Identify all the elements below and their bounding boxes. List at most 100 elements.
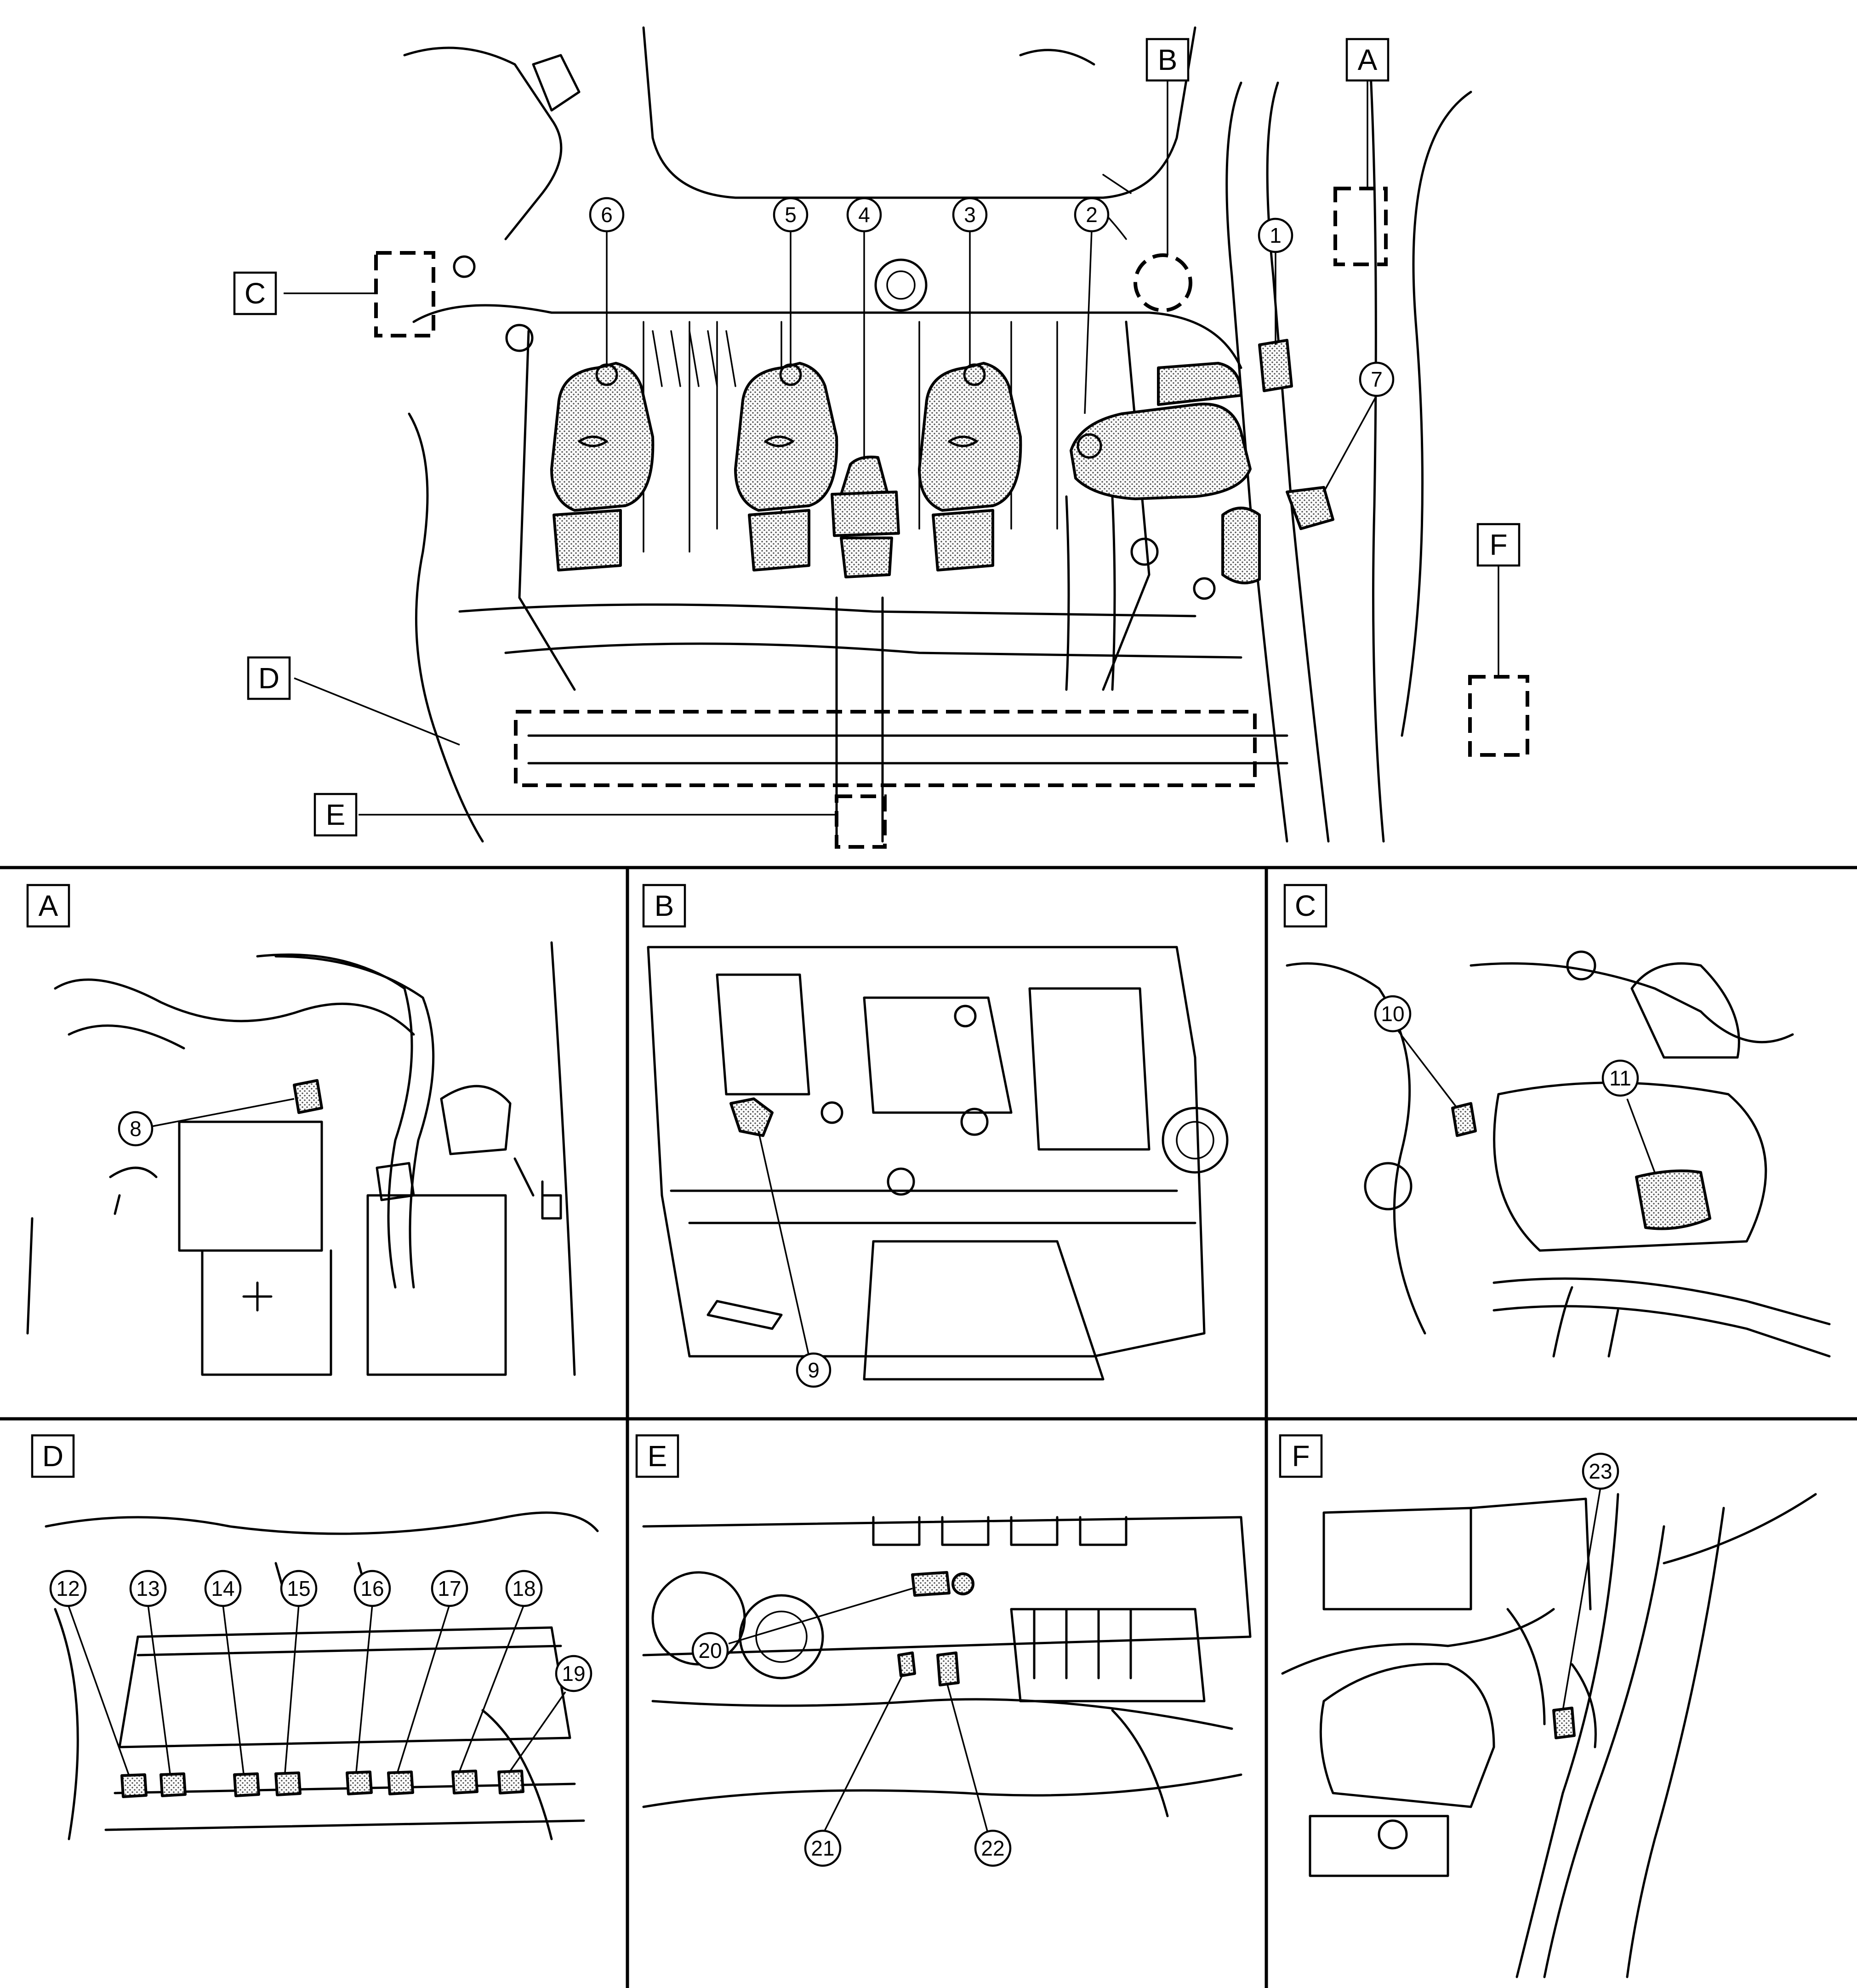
- callout-11: 11: [1601, 1059, 1639, 1097]
- callout-9: 9: [796, 1352, 832, 1388]
- panel-a-drawing: [26, 941, 576, 1376]
- svg-text:14: 14: [211, 1577, 234, 1600]
- svg-text:20: 20: [698, 1639, 722, 1662]
- svg-text:F: F: [1489, 528, 1507, 561]
- svg-text:E: E: [648, 1440, 667, 1473]
- connector-row: [120, 1770, 524, 1798]
- svg-text:13: 13: [136, 1577, 159, 1600]
- callout-10: 10: [1374, 995, 1412, 1033]
- ignition-coil-6: [550, 362, 655, 571]
- callout-2: 2: [1074, 197, 1110, 233]
- svg-text:5: 5: [785, 203, 797, 227]
- svg-text:B: B: [1158, 43, 1178, 76]
- svg-text:23: 23: [1589, 1459, 1612, 1483]
- svg-text:21: 21: [811, 1836, 834, 1860]
- svg-text:F: F: [1292, 1440, 1310, 1473]
- svg-text:10: 10: [1381, 1002, 1404, 1026]
- svg-text:19: 19: [562, 1662, 585, 1685]
- panel-f-label: F: [1279, 1434, 1323, 1478]
- svg-text:6: 6: [601, 203, 613, 227]
- panel-c: C 10 11: [1283, 884, 1831, 1358]
- svg-text:E: E: [326, 798, 346, 831]
- svg-text:3: 3: [964, 203, 976, 227]
- panel-a: A 8: [26, 884, 576, 1376]
- svg-text:D: D: [42, 1440, 63, 1473]
- svg-text:2: 2: [1086, 203, 1098, 227]
- callout-17: 17: [431, 1570, 468, 1607]
- callout-5: 5: [773, 197, 809, 233]
- callout-6: 6: [589, 197, 625, 233]
- main-engine-view: A B C D E F 1 2: [233, 26, 1529, 849]
- svg-text:9: 9: [808, 1358, 820, 1382]
- callout-21: 21: [804, 1829, 842, 1867]
- detail-box-a: [1333, 187, 1388, 266]
- svg-text:C: C: [245, 277, 266, 310]
- svg-text:8: 8: [130, 1117, 142, 1141]
- callout-19: 19: [555, 1655, 592, 1692]
- panel-b: B 9: [642, 884, 1229, 1388]
- connector-1: [1258, 339, 1293, 392]
- panel-d-label: D: [31, 1434, 75, 1478]
- svg-text:7: 7: [1371, 367, 1383, 391]
- view-label-f: F: [1476, 523, 1521, 567]
- svg-text:12: 12: [56, 1577, 80, 1600]
- svg-text:22: 22: [981, 1836, 1004, 1860]
- svg-text:B: B: [655, 889, 674, 922]
- view-label-d: D: [247, 656, 291, 700]
- callout-14: 14: [204, 1570, 242, 1607]
- svg-text:18: 18: [512, 1577, 535, 1600]
- panel-a-label: A: [26, 884, 70, 928]
- leader-callout-2: [1084, 229, 1093, 414]
- svg-text:D: D: [258, 662, 279, 695]
- svg-text:11: 11: [1609, 1066, 1631, 1090]
- detail-box-d: [514, 710, 1257, 787]
- callout-12: 12: [49, 1570, 87, 1607]
- connector-7: [1221, 486, 1334, 584]
- callout-8: 8: [118, 1111, 154, 1147]
- panel-grid-dividers: [0, 866, 1857, 1988]
- component-2: [1070, 362, 1252, 500]
- panel-b-drawing: [647, 946, 1229, 1381]
- sensor-4: [831, 456, 900, 578]
- callout-15: 15: [280, 1570, 318, 1607]
- callout-3: 3: [952, 197, 988, 233]
- callout-1: 1: [1258, 217, 1293, 253]
- ignition-coil-5: [734, 362, 838, 571]
- svg-text:1: 1: [1270, 223, 1282, 247]
- svg-text:16: 16: [360, 1577, 384, 1600]
- svg-text:4: 4: [858, 203, 870, 227]
- leader-callout-7: [1323, 395, 1378, 492]
- panel-f: F 23: [1279, 1434, 1817, 1978]
- svg-text:A: A: [1358, 43, 1378, 76]
- callout-16: 16: [353, 1570, 391, 1607]
- detail-box-c: [374, 251, 435, 337]
- panel-b-label: B: [642, 884, 686, 928]
- view-label-e: E: [313, 793, 358, 837]
- panel-e-drawing: [642, 1516, 1252, 1835]
- callout-20: 20: [691, 1632, 729, 1669]
- leader-d: [294, 677, 460, 746]
- callout-7: 7: [1359, 361, 1395, 397]
- detail-circle-b: [1134, 253, 1192, 312]
- view-label-b: B: [1145, 38, 1190, 82]
- callout-13: 13: [129, 1570, 167, 1607]
- view-label-c: C: [233, 271, 277, 315]
- callout-4: 4: [846, 197, 882, 233]
- panel-c-label: C: [1283, 884, 1327, 928]
- panel-e-label: E: [635, 1434, 679, 1478]
- panel-d-drawing: [45, 1511, 599, 1840]
- callout-18: 18: [505, 1570, 543, 1607]
- callout-22: 22: [974, 1829, 1012, 1867]
- svg-text:C: C: [1295, 889, 1316, 922]
- callout-23: 23: [1582, 1452, 1619, 1490]
- detail-box-f: [1468, 675, 1529, 757]
- svg-text:15: 15: [287, 1577, 310, 1600]
- svg-text:A: A: [39, 889, 58, 922]
- detail-box-e: [835, 794, 887, 849]
- view-label-a: A: [1345, 38, 1390, 82]
- svg-text:17: 17: [438, 1577, 461, 1600]
- panel-c-drawing: [1286, 950, 1831, 1358]
- panel-e: E 20 21: [635, 1434, 1252, 1867]
- panel-d: D: [31, 1434, 599, 1840]
